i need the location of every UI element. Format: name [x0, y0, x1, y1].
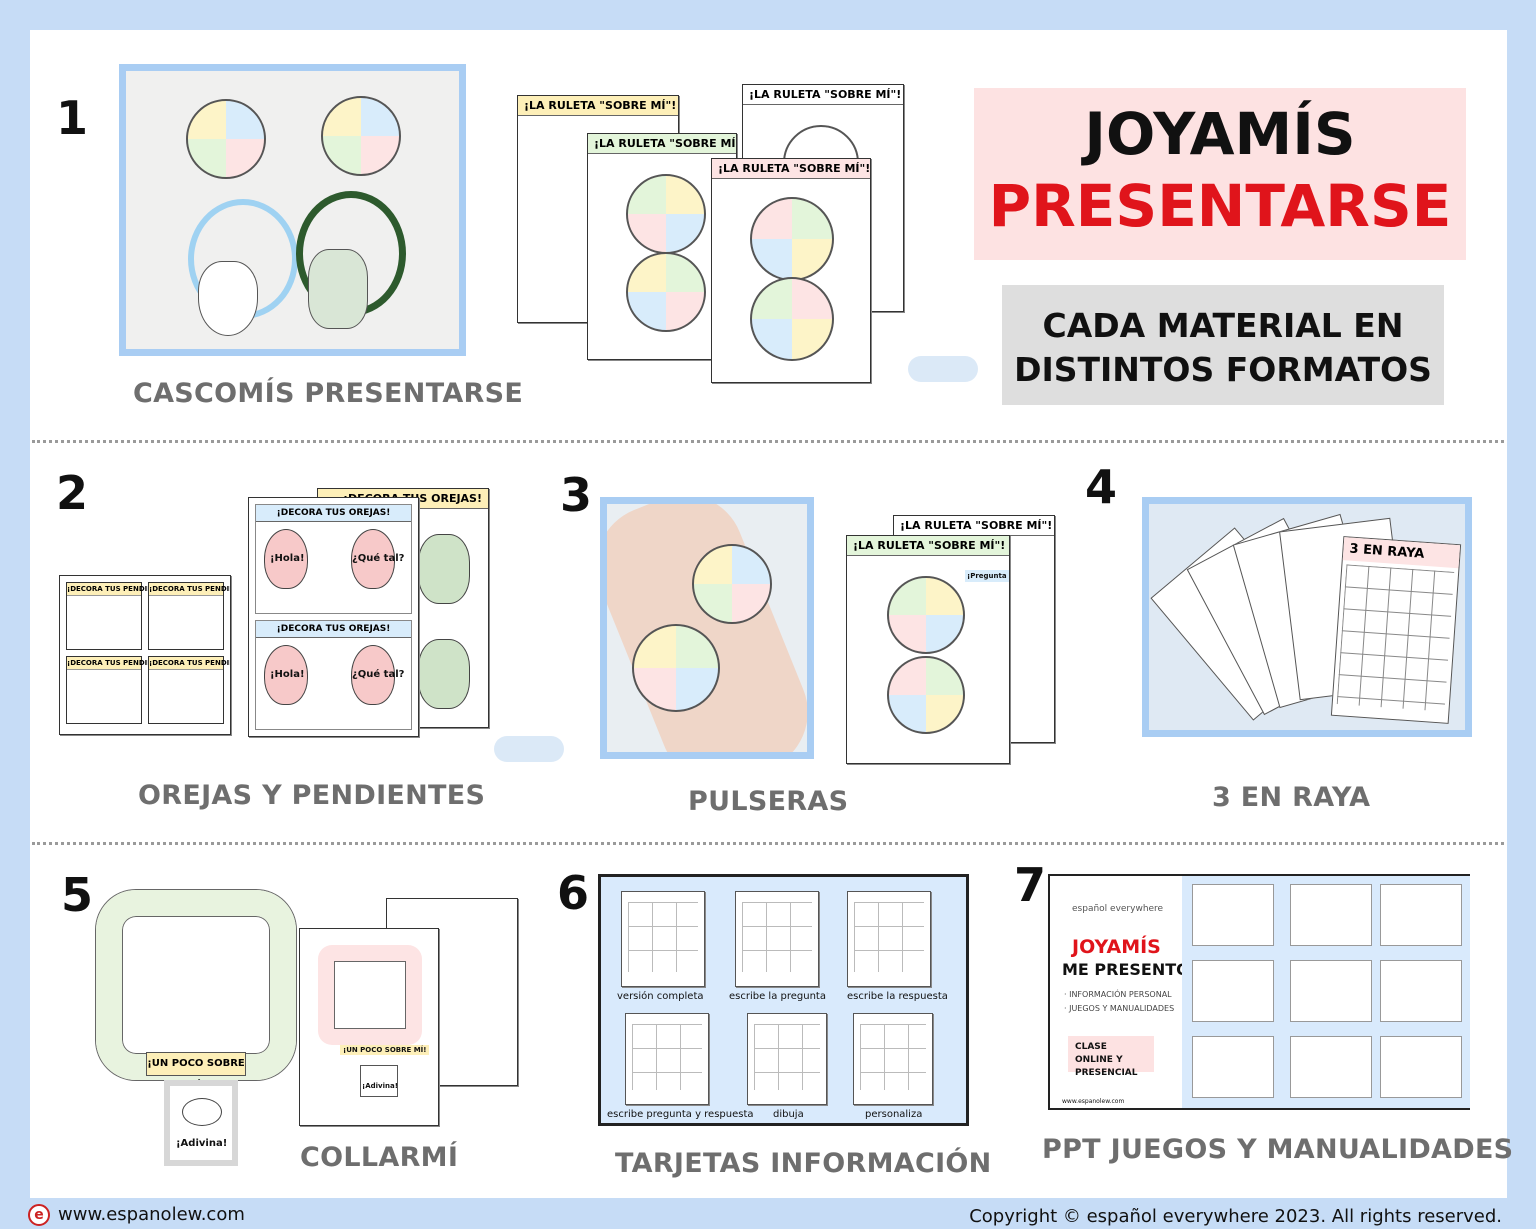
- ppt-slide: [1192, 960, 1274, 1022]
- ppt-slide: [1192, 1036, 1274, 1098]
- section-caption-1: CASCOMÍS PRESENTARSE: [133, 378, 524, 409]
- ppt-badge: CLASE ONLINE Y PRESENCIAL: [1068, 1036, 1154, 1078]
- divider-2: [32, 842, 1504, 845]
- ppt-slide: [1380, 884, 1462, 946]
- pulseras-photo: [600, 497, 814, 759]
- ear-icon: [264, 529, 308, 589]
- section-caption-6: TARJETAS INFORMACIÓN: [615, 1148, 992, 1179]
- game-card-front: 3 EN RAYA: [1330, 536, 1462, 724]
- tarjetas-panel: versión completa escribe la pregunta esc…: [598, 874, 969, 1126]
- tarjeta-card: [735, 891, 819, 987]
- tarjeta-label: personaliza: [865, 1109, 923, 1120]
- ppt-slide: [1290, 960, 1372, 1022]
- formats-line-1: CADA MATERIAL EN: [1042, 306, 1404, 345]
- arm: [607, 504, 807, 752]
- wheel-icon: [692, 544, 772, 624]
- ppt-slide: [1290, 884, 1372, 946]
- orejas-sheet: ¡DECORA TUS OREJAS! ¡Hola! ¿Qué tal? ¡DE…: [248, 497, 419, 737]
- title-box: [974, 88, 1466, 260]
- section-number-1: 1: [56, 91, 89, 145]
- speech-bubble-hola: [198, 261, 258, 336]
- ppt-brand: español everywhere: [1072, 904, 1164, 914]
- ppt-slide: [1192, 884, 1274, 946]
- speech-bubble-how: [308, 249, 368, 329]
- game-grid: [1336, 564, 1455, 712]
- ppt-slides-area: [1182, 876, 1470, 1108]
- tres-en-raya-photo: 3 EN RAYA: [1142, 497, 1472, 737]
- orejas-panel-bottom: ¡DECORA TUS OREJAS! ¡Hola! ¿Qué tal?: [255, 620, 412, 730]
- divider-1: [32, 440, 1504, 443]
- wheel-icon: [632, 624, 720, 712]
- speech-bubble-que-tal: [418, 639, 470, 709]
- wheel-icon: [750, 277, 834, 361]
- wheel-icon: [626, 252, 706, 332]
- footer-website[interactable]: www.espanolew.com: [58, 1204, 245, 1225]
- main-subtitle: PRESENTARSE: [988, 172, 1452, 240]
- pendiente-card: ¡DECORA TUS PENDIENTES!: [148, 656, 230, 724]
- ear-icon: [264, 645, 308, 705]
- wheel-icon: [887, 576, 965, 654]
- adivina-card: ¡Adivina!: [164, 1080, 238, 1166]
- section-caption-4: 3 EN RAYA: [1212, 782, 1371, 813]
- tarjeta-card: [853, 1013, 933, 1105]
- section-number-5: 5: [61, 868, 94, 922]
- section-caption-5: COLLARMÍ: [300, 1142, 459, 1173]
- ppt-slide: [1290, 1036, 1372, 1098]
- section-number-4: 4: [1085, 460, 1118, 514]
- formats-box: [1002, 285, 1444, 405]
- ruleta-sheet-pink: ¡LA RULETA "SOBRE MÍ"!: [711, 158, 871, 383]
- section-number-2: 2: [56, 466, 89, 520]
- cascomis-photo: [119, 64, 466, 356]
- section-caption-3: PULSERAS: [688, 786, 849, 817]
- speech-bubble-que-tal: [418, 534, 470, 604]
- section-caption-7: PPT JUEGOS Y MANUALIDADES: [1042, 1134, 1514, 1165]
- ppt-preview: español everywhere JOYAMÍS ME PRESENTO ·…: [1048, 874, 1470, 1110]
- wheel-icon: [321, 96, 401, 176]
- thought-cloud-icon: [182, 1098, 222, 1126]
- ppt-slide: [1380, 960, 1462, 1022]
- tarjeta-card: [621, 891, 705, 987]
- wheel-icon: [750, 197, 834, 281]
- cloud-icon: [494, 736, 564, 762]
- collar-pattern: [318, 945, 422, 1045]
- ruleta-sheet-color-2: ¡LA RULETA "SOBRE MÍ"! ¡Pregunta y respo…: [846, 535, 1010, 764]
- adivina-box: ¡Adivina!: [360, 1065, 398, 1097]
- footer-copyright: Copyright © español everywhere 2023. All…: [969, 1206, 1502, 1227]
- ear-icon: [351, 529, 395, 589]
- ppt-subtitle: ME PRESENTO: [1062, 960, 1190, 979]
- section-number-6: 6: [557, 866, 590, 920]
- section-number-3: 3: [560, 468, 593, 522]
- orejas-panel-top: ¡DECORA TUS OREJAS! ¡Hola! ¿Qué tal?: [255, 504, 412, 614]
- main-title: JOYAMÍS: [1084, 100, 1356, 168]
- tarjeta-label: escribe la pregunta: [729, 991, 826, 1002]
- wheel-icon: [626, 174, 706, 254]
- wheel-icon: [186, 99, 266, 179]
- pendientes-sheet: ¡DECORA TUS PENDIENTES! ¡DECORA TUS PEND…: [59, 575, 231, 735]
- pendiente-card: ¡DECORA TUS PENDIENTES!: [66, 582, 176, 650]
- tarjeta-card: [747, 1013, 827, 1105]
- cloud-icon: [908, 356, 978, 382]
- pendiente-card: ¡DECORA TUS PENDIENTES!: [66, 656, 176, 724]
- tarjeta-label: escribe la respuesta: [847, 991, 948, 1002]
- section-caption-2: OREJAS Y PENDIENTES: [138, 780, 486, 811]
- tarjeta-card: [625, 1013, 709, 1105]
- tarjeta-card: [847, 891, 931, 987]
- tarjeta-label: escribe pregunta y respuesta: [607, 1109, 754, 1120]
- formats-line-2: DISTINTOS FORMATOS: [1014, 350, 1432, 389]
- pendiente-card: ¡DECORA TUS PENDIENTES!: [148, 582, 230, 650]
- section-number-7: 7: [1014, 858, 1047, 912]
- collarmi-sheet-color: ¡UN POCO SOBRE MÍ! ¡Adivina!: [299, 928, 439, 1126]
- wheel-icon: [887, 656, 965, 734]
- ear-icon: [351, 645, 395, 705]
- ppt-title: JOYAMÍS: [1072, 936, 1161, 958]
- collarmi-necklace: ¡UN POCO SOBRE MÍ!: [96, 890, 296, 1091]
- tarjeta-label: dibuja: [773, 1109, 804, 1120]
- ppt-slide: [1380, 1036, 1462, 1098]
- tarjeta-label: versión completa: [617, 991, 704, 1002]
- espanol-everywhere-logo-icon: e: [28, 1204, 50, 1226]
